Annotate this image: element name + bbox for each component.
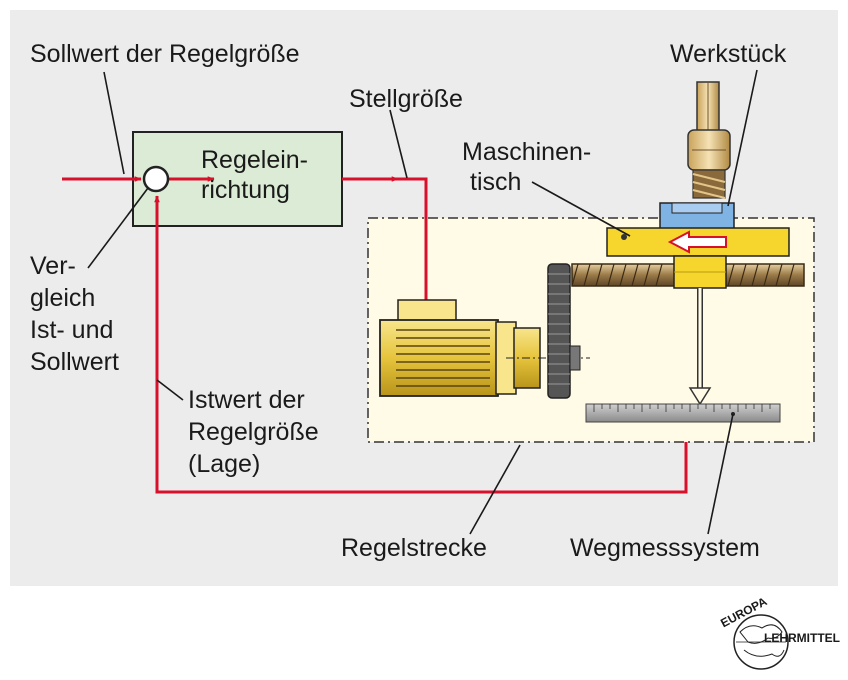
machine-table-label-line1: Maschinen- bbox=[462, 138, 591, 166]
comparator-circle bbox=[142, 165, 170, 193]
comparator-label-line3: Ist- und bbox=[30, 316, 113, 344]
leader-lines bbox=[87, 69, 758, 535]
feedback-label-line2: Regelgröße bbox=[188, 418, 319, 446]
actuating-variable-label: Stellgröße bbox=[349, 85, 463, 113]
process-label: Regelstrecke bbox=[341, 534, 487, 562]
publisher-logo: EUROPA LEHRMITTEL bbox=[718, 594, 840, 670]
machine-table-label-line2: tisch bbox=[470, 168, 521, 196]
comparator-label-line4: Sollwert bbox=[30, 348, 119, 376]
servo-motor bbox=[379, 299, 590, 397]
logo-text-bottom: LEHRMITTEL bbox=[764, 631, 840, 645]
controller-label-line1: Regelein- bbox=[201, 146, 308, 174]
belt-drive bbox=[547, 263, 581, 399]
feedback-label-line1: Istwert der bbox=[188, 386, 305, 414]
measuring-scale bbox=[585, 403, 781, 423]
measuring-system-label: Wegmesssystem bbox=[570, 534, 760, 562]
controller-label-line2: richtung bbox=[201, 176, 290, 204]
comparator-label-line2: gleich bbox=[30, 284, 95, 312]
direction-arrow bbox=[667, 230, 727, 254]
setpoint-label: Sollwert der Regelgröße bbox=[30, 40, 300, 68]
comparator-label-line1: Ver- bbox=[30, 252, 76, 280]
actuating-signal-line bbox=[396, 177, 428, 300]
spindle bbox=[687, 81, 731, 199]
feedback-label-line3: (Lage) bbox=[188, 450, 260, 478]
feedback-line bbox=[154, 195, 688, 494]
workpiece-label: Werkstück bbox=[670, 40, 787, 68]
